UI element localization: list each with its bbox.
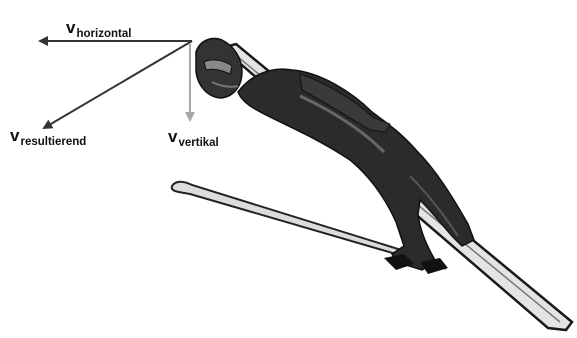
label-v-horizontal-subscript: horizontal [76, 28, 131, 40]
label-v-horizontal-symbol: v [66, 18, 75, 37]
ski-jumper [196, 39, 474, 275]
label-v-vertical-symbol: v [168, 127, 177, 146]
label-v-vertical-subscript: vertikal [178, 137, 218, 149]
label-v-vertical: vvertikal [168, 128, 219, 146]
label-v-resultant-subscript: resultierend [20, 136, 86, 148]
label-v-resultant-symbol: v [10, 126, 19, 145]
label-v-resultant: vresultierend [10, 127, 86, 145]
label-v-horizontal: vhorizontal [66, 19, 131, 37]
vector-resultant [44, 41, 192, 128]
